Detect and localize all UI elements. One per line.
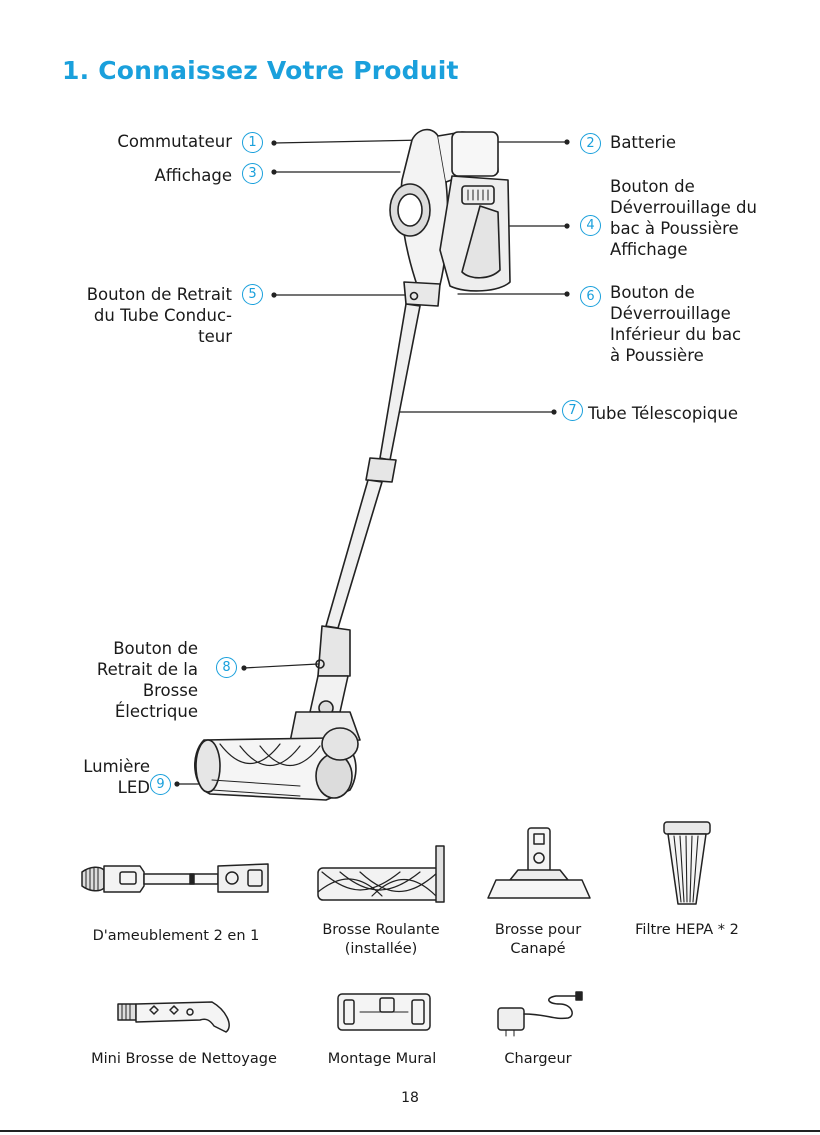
callout-number-3: 3 <box>242 163 263 184</box>
callout-label-switch: Commutateur <box>117 132 232 151</box>
callout-label-led: Lumière LED <box>83 757 150 797</box>
caption-crevice-tool: D'ameublement 2 en 1 <box>92 928 260 944</box>
caption-roller-brush: Brosse Roulante (installée) <box>322 922 440 957</box>
callout-number-2: 2 <box>580 133 601 154</box>
caption-mini-brush: Mini Brosse de Nettoyage <box>91 1051 277 1067</box>
callout-label-lower-dustbin-release: Bouton de Déverrouillage Inférieur du ba… <box>610 283 742 365</box>
sofa-brush-icon <box>487 827 591 899</box>
callout-label-brush-release: Bouton de Retrait de la Brosse Électriqu… <box>96 639 198 721</box>
leader-lines <box>176 139 568 785</box>
bottom-rule <box>0 1130 820 1132</box>
callout-number-8: 8 <box>216 657 237 678</box>
mini-cleaning-brush-icon <box>117 1001 230 1033</box>
charger-icon <box>497 991 583 1037</box>
callout-label-telescopic-tube: Tube Télescopique <box>588 404 738 423</box>
callout-number-5: 5 <box>242 284 263 305</box>
roller-brush-icon <box>317 845 445 903</box>
callout-number-6: 6 <box>580 286 601 307</box>
crevice-tool-icon <box>81 863 269 893</box>
page-title: 1. Connaissez Votre Produit <box>62 56 459 85</box>
page-number: 18 <box>401 1090 419 1106</box>
caption-wall-mount: Montage Mural <box>327 1051 437 1067</box>
caption-sofa-brush: Brosse pour Canapé <box>494 922 582 957</box>
callout-number-7: 7 <box>562 400 583 421</box>
caption-charger: Chargeur <box>504 1051 572 1067</box>
callout-label-tube-release: Bouton de Retrait du Tube Conduc- teur <box>86 285 232 346</box>
callout-number-9: 9 <box>150 774 171 795</box>
callout-label-display: Affichage <box>154 166 232 185</box>
callout-label-dustbin-release: Bouton de Déverrouillage du bac à Poussi… <box>610 177 757 259</box>
callout-label-battery: Batterie <box>610 133 677 152</box>
caption-hepa-filter: Filtre HEPA * 2 <box>635 922 739 938</box>
wall-mount-icon <box>337 993 431 1031</box>
callout-number-1: 1 <box>242 132 263 153</box>
callout-number-4: 4 <box>580 215 601 236</box>
hepa-filter-icon <box>663 821 711 905</box>
